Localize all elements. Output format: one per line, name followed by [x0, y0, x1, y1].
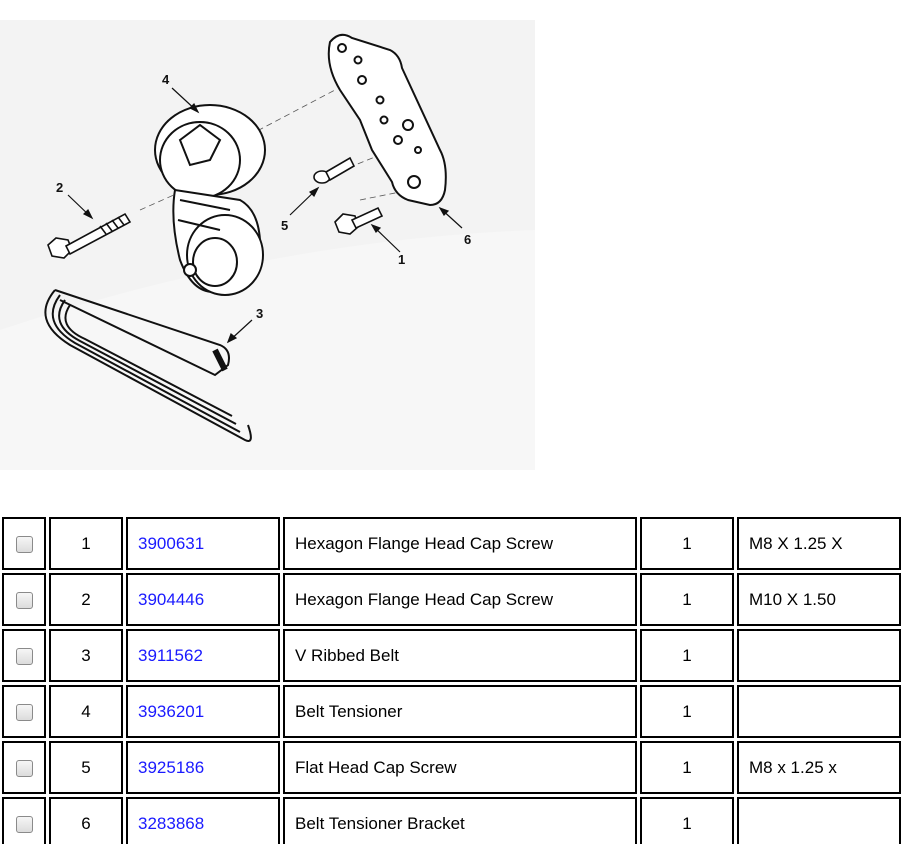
part-number-link[interactable]: 3936201: [138, 701, 205, 721]
part-description: V Ribbed Belt: [283, 629, 637, 682]
part-quantity: 1: [640, 685, 734, 738]
row-select-cell: [2, 741, 46, 794]
callout-3: 3: [256, 306, 263, 321]
part-number-link[interactable]: 3925186: [138, 757, 205, 777]
row-checkbox[interactable]: [15, 759, 33, 777]
row-select-cell: [2, 797, 46, 844]
part-number-link[interactable]: 3900631: [138, 533, 205, 553]
callout-6: 6: [464, 232, 471, 247]
table-row: 3 3911562 V Ribbed Belt 1: [2, 629, 901, 682]
item-number: 5: [49, 741, 123, 794]
row-select-cell: [2, 573, 46, 626]
part-notes: M8 x 1.25 x: [737, 741, 901, 794]
row-checkbox[interactable]: [15, 647, 33, 665]
parts-table: 1 3900631 Hexagon Flange Head Cap Screw …: [0, 514, 904, 844]
belt-tensioner-bracket-drawing: [327, 33, 447, 207]
part-notes: [737, 797, 901, 844]
part-description: Hexagon Flange Head Cap Screw: [283, 573, 637, 626]
item-number: 6: [49, 797, 123, 844]
part-quantity: 1: [640, 629, 734, 682]
part-quantity: 1: [640, 797, 734, 844]
part-notes: M8 X 1.25 X: [737, 517, 901, 570]
row-select-cell: [2, 685, 46, 738]
part-number-cell: 3900631: [126, 517, 280, 570]
item-number: 3: [49, 629, 123, 682]
part-number-link[interactable]: 3283868: [138, 813, 205, 833]
row-checkbox[interactable]: [15, 535, 33, 553]
table-row: 1 3900631 Hexagon Flange Head Cap Screw …: [2, 517, 901, 570]
part-quantity: 1: [640, 517, 734, 570]
part-notes: [737, 629, 901, 682]
v-ribbed-belt-drawing: [44, 289, 252, 442]
callout-2: 2: [56, 180, 63, 195]
cap-screw-2-drawing: [47, 212, 132, 259]
cap-screw-1-drawing: [334, 206, 384, 235]
parts-list-table: 1 3900631 Hexagon Flange Head Cap Screw …: [0, 514, 909, 844]
part-number-cell: 3936201: [126, 685, 280, 738]
part-quantity: 1: [640, 573, 734, 626]
part-quantity: 1: [640, 741, 734, 794]
row-checkbox[interactable]: [15, 815, 33, 833]
item-number: 1: [49, 517, 123, 570]
part-number-cell: 3911562: [126, 629, 280, 682]
diagram-svg: 4 2 3 5 1 6: [0, 0, 535, 470]
part-notes: [737, 685, 901, 738]
part-notes: M10 X 1.50: [737, 573, 901, 626]
part-number-link[interactable]: 3911562: [138, 645, 203, 665]
table-row: 4 3936201 Belt Tensioner 1: [2, 685, 901, 738]
row-checkbox[interactable]: [15, 703, 33, 721]
part-description: Hexagon Flange Head Cap Screw: [283, 517, 637, 570]
belt-tensioner-drawing: [154, 104, 266, 296]
part-description: Flat Head Cap Screw: [283, 741, 637, 794]
part-number-link[interactable]: 3904446: [138, 589, 205, 609]
callout-5: 5: [281, 218, 288, 233]
flat-head-cap-screw-drawing: [313, 156, 356, 184]
part-number-cell: 3904446: [126, 573, 280, 626]
watermark: [0, 0, 535, 470]
callout-4: 4: [162, 72, 170, 87]
table-row: 2 3904446 Hexagon Flange Head Cap Screw …: [2, 573, 901, 626]
part-description: Belt Tensioner: [283, 685, 637, 738]
item-number: 2: [49, 573, 123, 626]
row-select-cell: [2, 517, 46, 570]
part-number-cell: 3925186: [126, 741, 280, 794]
leader-lines: [67, 87, 463, 344]
part-number-cell: 3283868: [126, 797, 280, 844]
callout-1: 1: [398, 252, 405, 267]
part-description: Belt Tensioner Bracket: [283, 797, 637, 844]
row-checkbox[interactable]: [15, 591, 33, 609]
table-row: 6 3283868 Belt Tensioner Bracket 1: [2, 797, 901, 844]
table-row: 5 3925186 Flat Head Cap Screw 1 M8 x 1.2…: [2, 741, 901, 794]
exploded-parts-diagram: 4 2 3 5 1 6: [0, 0, 540, 470]
row-select-cell: [2, 629, 46, 682]
item-number: 4: [49, 685, 123, 738]
